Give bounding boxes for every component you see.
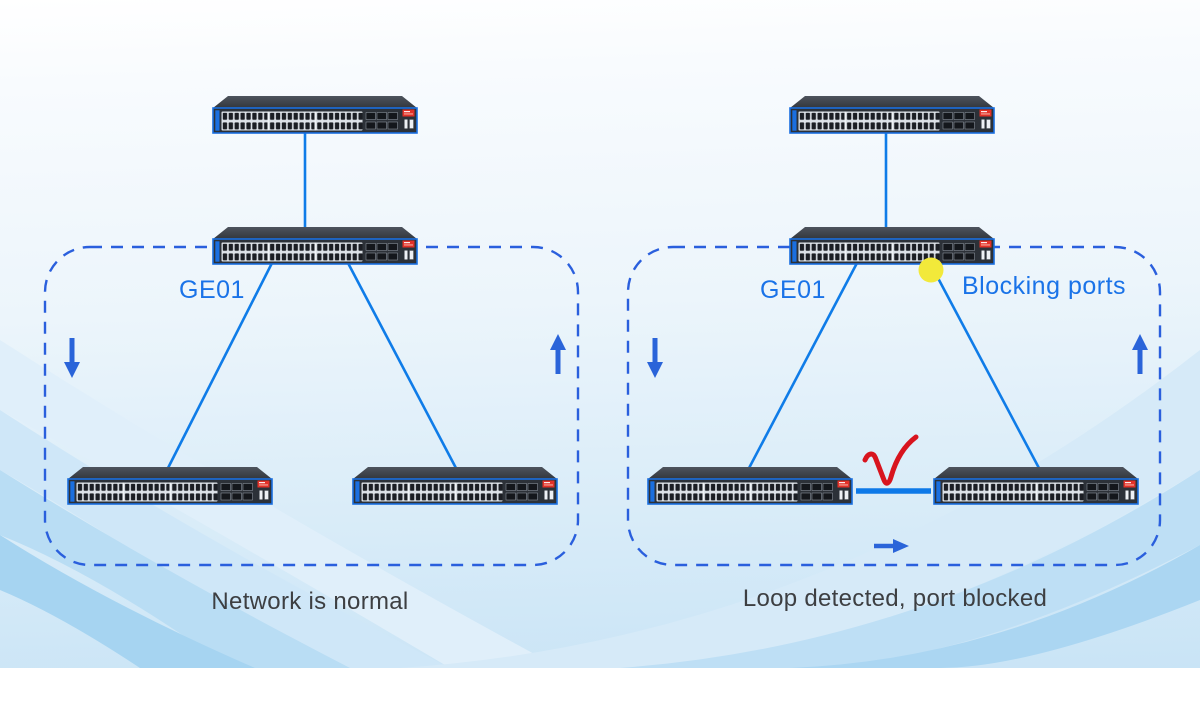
ge01-label-left: GE01: [179, 276, 245, 304]
down-arrow-icon-left: [64, 338, 80, 378]
caption-network-normal: Network is normal: [211, 588, 409, 615]
downlink-left-b: [346, 262, 459, 471]
wave-shapes: [0, 340, 1200, 668]
down-arrow-icon-right: [647, 338, 663, 378]
ge01-label-right: GE01: [760, 276, 826, 304]
background-waves: [0, 0, 1200, 668]
blocked-port-indicator-dot: [918, 257, 944, 283]
up-arrow-icon-left: [550, 334, 566, 374]
caption-loop-detected: Loop detected, port blocked: [742, 585, 1048, 612]
downlink-right-a: [746, 262, 859, 471]
blocking-ports-label: Blocking ports: [962, 272, 1127, 300]
check-icon: [862, 434, 919, 486]
right-arrow-icon: [874, 539, 909, 553]
downlink-left-a: [165, 262, 274, 471]
downlink-right-b: [928, 262, 1042, 471]
up-arrow-icon-right: [1132, 334, 1148, 374]
